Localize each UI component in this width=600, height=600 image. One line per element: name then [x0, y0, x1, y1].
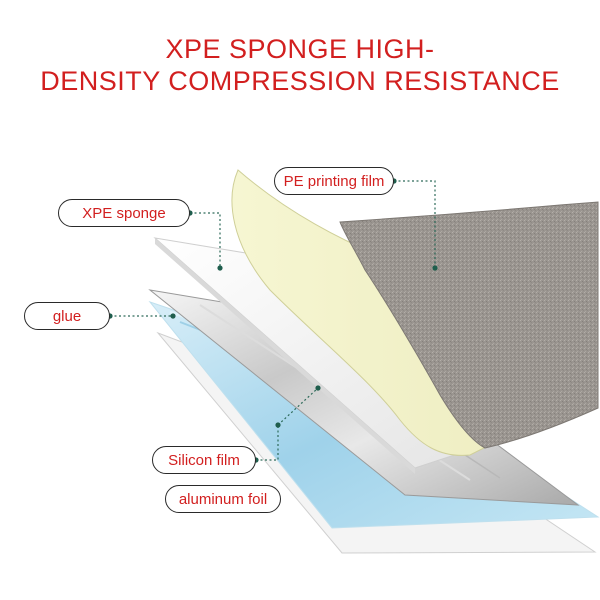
label-silicon-film: Silicon film [152, 446, 256, 474]
leader-pe-printing-film [394, 180, 436, 268]
label-aluminum-foil: aluminum foil [165, 485, 281, 513]
label-pe-printing-film: PE printing film [274, 167, 394, 195]
title-line-2: DENSITY COMPRESSION RESISTANCE [40, 66, 560, 96]
leader-aluminum-foil [277, 387, 319, 426]
pe-printing-film-layer [339, 201, 599, 449]
leader-silicon-film [256, 425, 279, 461]
label-xpe-sponge: XPE sponge [58, 199, 190, 227]
title-line-1: XPE SPONGE HIGH- [165, 34, 435, 64]
label-glue: glue [24, 302, 110, 330]
leader-xpe-sponge [190, 212, 221, 268]
leader-lines [110, 180, 436, 461]
